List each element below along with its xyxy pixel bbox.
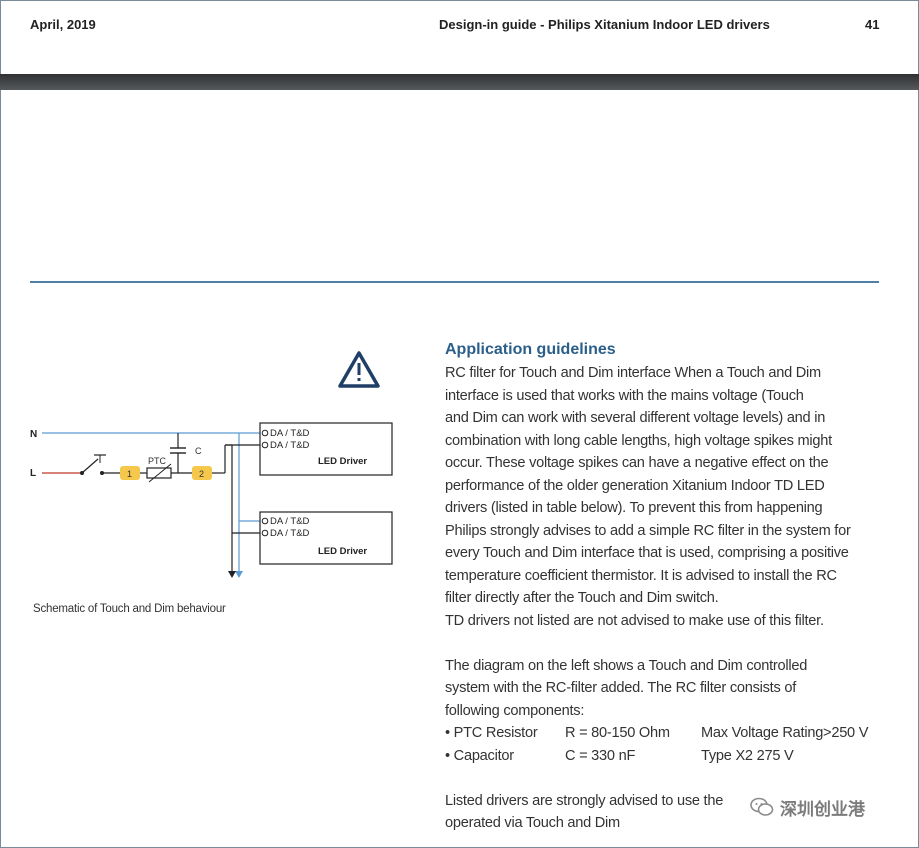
watermark: 深圳创业港	[750, 790, 910, 824]
page-header: April, 2019 Design-in guide - Philips Xi…	[0, 0, 919, 75]
component-value: C = 330 nF	[565, 747, 636, 764]
para2-line: system with the RC-filter added. The RC …	[445, 680, 797, 696]
driver-2-terminal-1-label: DA / T&D	[270, 516, 310, 527]
component-row-capacitor: • Capacitor C = 330 nF Type X2 275 V	[445, 745, 885, 768]
para1-line: every Touch and Dim interface that is us…	[445, 545, 849, 561]
led-driver-1-box	[259, 422, 393, 476]
ptc-resistor	[146, 467, 172, 479]
component-name: • PTC Resistor	[445, 725, 538, 741]
para1-line: TD drivers not listed are not advised to…	[445, 612, 824, 629]
header-date: April, 2019	[30, 17, 96, 32]
schematic-diagram: N L 1 PTC C 2 DA / T&D DA / T&D LED Driv…	[30, 351, 393, 578]
para3-line: operated via Touch and Dim	[445, 815, 620, 831]
driver-1-terminal-2-label: DA / T&D	[270, 440, 310, 451]
node-2-label: 2	[199, 469, 204, 479]
component-row-ptc: • PTC Resistor R = 80-150 Ohm Max Voltag…	[445, 722, 885, 745]
component-name: • Capacitor	[445, 747, 514, 764]
para1-line: occur. These voltage spikes can have a n…	[445, 455, 829, 471]
driver-1-terminal-1-label: DA / T&D	[270, 428, 310, 439]
guidelines-section: Application guidelines RC filter for Tou…	[445, 340, 885, 835]
guidelines-body: RC filter for Touch and Dim interface Wh…	[445, 362, 885, 835]
led-driver-2-box	[259, 511, 393, 565]
driver-2-name: LED Driver	[318, 546, 367, 557]
driver-1-terminal-1	[261, 429, 269, 437]
para1-line: and Dim can work with several different …	[445, 410, 826, 426]
driver-2-terminal-1	[261, 517, 269, 525]
ptc-slash	[148, 463, 172, 483]
paragraph-gap	[445, 767, 885, 790]
section-heading: Application guidelines	[445, 341, 616, 358]
section-rule	[30, 281, 879, 283]
para1-line: performance of the older generation Xita…	[445, 477, 825, 494]
node-1-badge	[120, 466, 140, 480]
para1-line: drivers (listed in table below). To prev…	[445, 500, 823, 516]
para1-line: interface is used that works with the ma…	[445, 387, 804, 404]
component-value: R = 80-150 Ohm	[565, 725, 670, 741]
component-rating: Max Voltage Rating>250 V	[701, 725, 869, 741]
paragraph-gap	[445, 632, 885, 655]
arrow-sw	[228, 571, 236, 578]
component-rating: Type X2 275 V	[701, 747, 794, 764]
driver-1-name: LED Driver	[318, 456, 367, 467]
header-title: Design-in guide - Philips Xitanium Indoo…	[439, 17, 770, 32]
node-2-badge	[192, 466, 212, 480]
para1-line: temperature coefficient thermistor. It i…	[445, 567, 837, 584]
header-band	[0, 74, 919, 90]
para3-line: Listed drivers are strongly advised to u…	[445, 792, 724, 809]
arrow-n	[235, 571, 243, 578]
driver-1-terminal-2	[261, 441, 269, 449]
driver-2-terminal-2	[261, 529, 269, 537]
label-l: L	[30, 468, 36, 479]
switch-lever	[81, 458, 99, 474]
wechat-icon	[750, 797, 774, 816]
label-n: N	[30, 429, 37, 440]
para2-line: The diagram on the left shows a Touch an…	[445, 657, 808, 674]
cap-label: C	[195, 446, 202, 456]
para1-line: Philips strongly advises to add a simple…	[445, 522, 851, 539]
para1-line: RC filter for Touch and Dim interface Wh…	[445, 365, 821, 381]
para1-line: combination with long cable lengths, hig…	[445, 432, 832, 449]
header-page-number: 41	[865, 17, 880, 32]
watermark-text: 深圳创业港	[780, 799, 865, 819]
warning-icon	[338, 351, 380, 388]
para2-line: following components:	[445, 702, 585, 719]
diagram-caption: Schematic of Touch and Dim behaviour	[33, 603, 226, 615]
node-1-label: 1	[127, 469, 132, 479]
para1-line: filter directly after the Touch and Dim …	[445, 590, 719, 606]
driver-2-terminal-2-label: DA / T&D	[270, 528, 310, 539]
ptc-label: PTC	[148, 456, 167, 466]
